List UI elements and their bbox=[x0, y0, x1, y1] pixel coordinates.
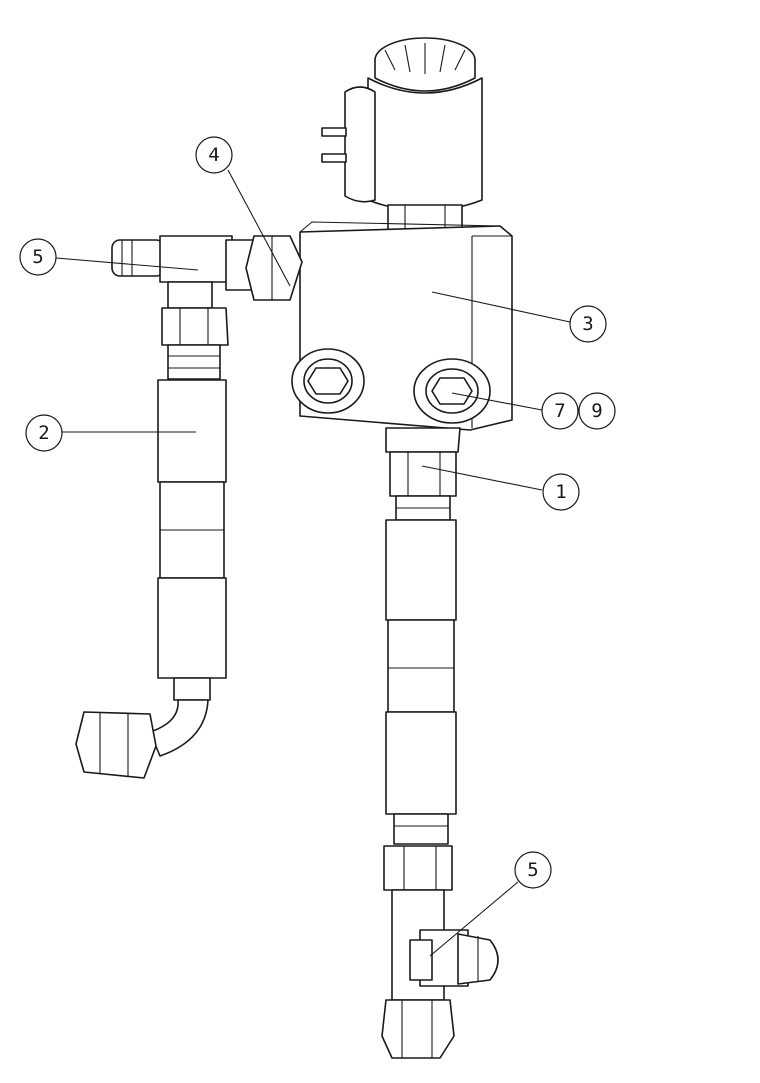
balloon-2: 2 bbox=[25, 414, 63, 452]
balloon-label: 1 bbox=[555, 481, 566, 503]
balloon-label: 7 bbox=[554, 400, 565, 422]
balloon-label: 3 bbox=[582, 313, 593, 335]
balloon-label: 4 bbox=[208, 144, 219, 166]
balloon-9: 9 bbox=[578, 392, 616, 430]
balloon-label: 2 bbox=[38, 422, 49, 444]
balloon-label: 5 bbox=[527, 859, 538, 881]
balloon-label: 9 bbox=[591, 400, 602, 422]
balloon-5-top: 5 bbox=[19, 238, 57, 276]
left-hose bbox=[75, 307, 229, 779]
right-hose bbox=[383, 427, 461, 891]
tee-fitting-bottom bbox=[381, 889, 499, 1059]
balloon-1: 1 bbox=[542, 473, 580, 511]
tee-fitting-top bbox=[111, 235, 303, 309]
solenoid-coil bbox=[321, 37, 483, 236]
balloon-5-bottom: 5 bbox=[514, 851, 552, 889]
balloon-7: 7 bbox=[541, 392, 579, 430]
balloon-3: 3 bbox=[569, 305, 607, 343]
balloon-label: 5 bbox=[32, 246, 43, 268]
balloon-4: 4 bbox=[195, 136, 233, 174]
leader-lines bbox=[55, 169, 571, 957]
valve-block bbox=[291, 221, 513, 431]
